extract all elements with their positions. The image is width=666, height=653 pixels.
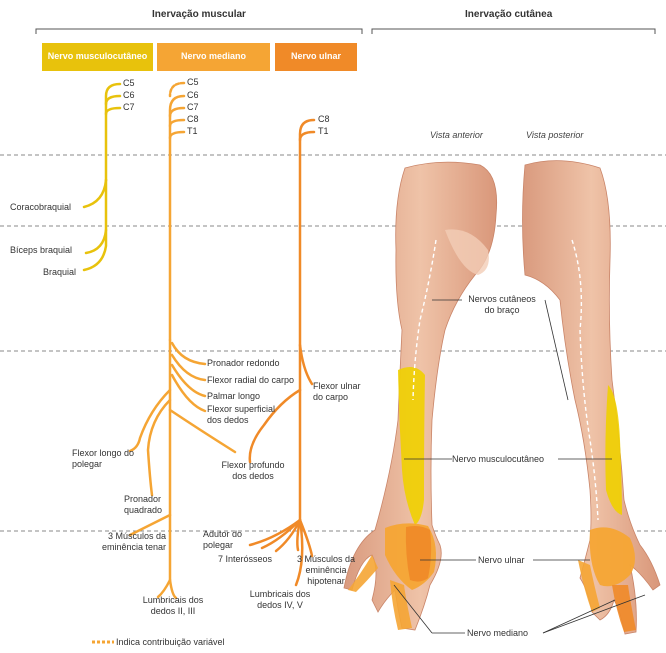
median-nerve-tree [130, 83, 235, 598]
muscle-pronator-teres: Pronador redondo [207, 358, 280, 369]
muscle-palmaris-longus: Palmar longo [207, 391, 260, 402]
muscle-brachialis: Braquial [43, 267, 76, 278]
root-musculocutaneous-c7: C7 [123, 102, 135, 112]
muscle-lumbricals-ulnar: Lumbricais dos dedos IV, V [243, 589, 317, 611]
cutaneous-label-median: Nervo mediano [467, 628, 528, 639]
view-label-anterior: Vista anterior [430, 130, 483, 140]
muscle-interossei: 7 Interósseos [218, 554, 272, 565]
posterior-arm [523, 161, 661, 634]
root-median-c5: C5 [187, 77, 199, 87]
muscle-hypothenar-eminence: 3 Músculos da eminência hipotenar [293, 554, 359, 586]
section-bracket-muscular [36, 29, 362, 34]
musculocutaneous-nerve-tree [84, 84, 120, 270]
section-title-cutaneous: Inervação cutânea [465, 9, 552, 20]
root-ulnar-c8: C8 [318, 114, 330, 124]
muscle-thenar-eminence: 3 Músculos da eminência tenar [86, 531, 166, 553]
root-median-c6: C6 [187, 90, 199, 100]
muscle-flexor-carpi-radialis: Flexor radial do carpo [207, 375, 294, 386]
view-label-posterior: Vista posterior [526, 130, 583, 140]
root-median-c7: C7 [187, 102, 199, 112]
muscle-coracobrachialis: Coracobraquial [10, 202, 71, 213]
root-median-c8: C8 [187, 114, 199, 124]
muscle-adductor-pollicis: Adutor do polegar [203, 529, 263, 551]
muscle-flexor-digitorum-profundus: Flexor profundo dos dedos [213, 460, 293, 482]
root-musculocutaneous-c6: C6 [123, 90, 135, 100]
root-median-t1: T1 [187, 126, 198, 136]
section-title-muscular: Inervação muscular [152, 9, 246, 20]
root-ulnar-t1: T1 [318, 126, 329, 136]
cutaneous-label-musculocutaneous: Nervo musculocutâneo [452, 454, 544, 465]
muscle-pronator-quadratus: Pronador quadrado [124, 494, 174, 516]
muscle-flexor-pollicis-longus: Flexor longo do polegar [72, 448, 142, 470]
root-musculocutaneous-c5: C5 [123, 78, 135, 88]
legend-text: Indica contribuição variável [116, 637, 225, 647]
muscle-biceps-brachii: Bíceps braquial [10, 245, 72, 256]
header-musculocutaneous-nerve: Nervo musculocutâneo [42, 43, 153, 71]
muscle-flexor-digitorum-superficialis: Flexor superficial dos dedos [207, 404, 291, 426]
header-median-nerve: Nervo mediano [157, 43, 270, 71]
muscle-flexor-carpi-ulnaris: Flexor ulnar do carpo [313, 381, 373, 403]
muscle-lumbricals-median: Lumbricais dos dedos II, III [135, 595, 211, 617]
cutaneous-label-arm: Nervos cutâneos do braço [462, 294, 542, 316]
section-bracket-cutaneous [372, 29, 655, 34]
header-ulnar-nerve: Nervo ulnar [275, 43, 357, 71]
ulnar-nerve-tree [250, 120, 314, 585]
cutaneous-label-ulnar: Nervo ulnar [478, 555, 525, 566]
